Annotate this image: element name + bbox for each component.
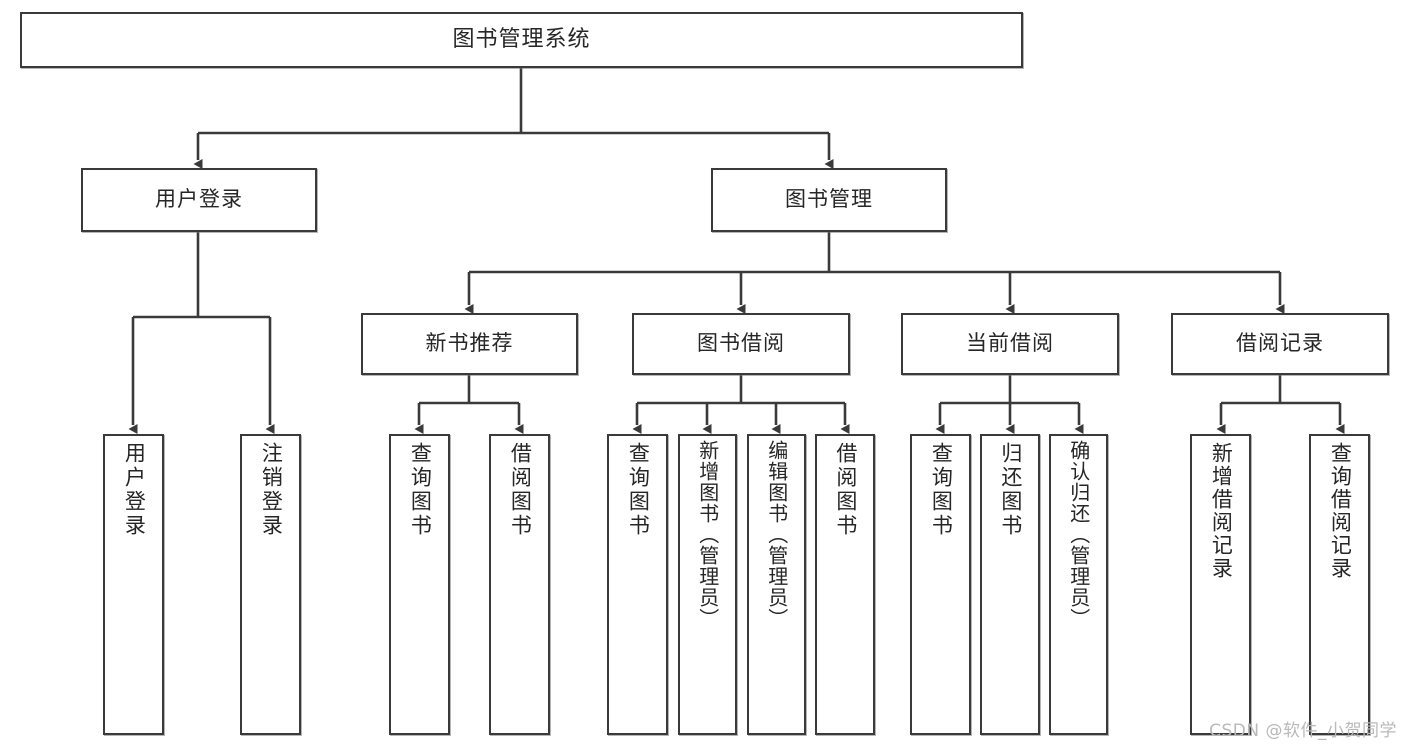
node-label: 确认归还（管理员） (1066, 440, 1091, 629)
node-label: 借阅图书 (508, 442, 533, 538)
node-borrowing-record[interactable]: 借阅记录 (1171, 313, 1389, 375)
leaf-query-book-current[interactable]: 查询图书 (910, 434, 971, 735)
node-label: 借阅图书 (833, 442, 858, 538)
leaf-add-book-admin[interactable]: 新增图书（管理员） (678, 434, 737, 735)
leaf-query-book-recommend[interactable]: 查询图书 (389, 434, 450, 735)
node-label: 图书借阅 (697, 331, 785, 356)
node-label: 新书推荐 (425, 331, 514, 356)
leaf-logout[interactable]: 注销登录 (240, 434, 301, 735)
leaf-borrow-book-recommend[interactable]: 借阅图书 (489, 434, 550, 735)
leaf-add-borrow-record[interactable]: 新增借阅记录 (1190, 434, 1251, 735)
node-label: 用户登录 (155, 187, 243, 212)
leaf-confirm-return-admin[interactable]: 确认归还（管理员） (1049, 434, 1108, 735)
node-label: 注销登录 (259, 442, 284, 538)
node-label: 编辑图书（管理员） (764, 440, 789, 629)
leaf-edit-book-admin[interactable]: 编辑图书（管理员） (747, 434, 806, 735)
node-label: 图书管理系统 (452, 26, 591, 52)
node-label: 当前借阅 (966, 331, 1054, 356)
node-book-borrowing[interactable]: 图书借阅 (632, 313, 850, 375)
node-label: 查询图书 (626, 442, 651, 538)
leaf-borrow-book[interactable]: 借阅图书 (815, 434, 875, 735)
node-new-book-recommendation[interactable]: 新书推荐 (361, 313, 578, 375)
node-label: 查询图书 (929, 442, 954, 538)
node-label: 新增借阅记录 (1209, 442, 1234, 580)
leaf-query-borrow-record[interactable]: 查询借阅记录 (1309, 434, 1370, 735)
node-label: 新增图书（管理员） (695, 440, 720, 629)
node-label: 图书管理 (785, 187, 873, 212)
node-label: 归还图书 (998, 442, 1023, 538)
leaf-query-book-borrow[interactable]: 查询图书 (607, 434, 668, 735)
node-label: 查询图书 (408, 442, 433, 538)
node-current-borrowing[interactable]: 当前借阅 (901, 313, 1119, 375)
node-label: 查询借阅记录 (1328, 442, 1353, 580)
node-label: 用户登录 (122, 442, 147, 538)
leaf-user-login[interactable]: 用户登录 (103, 434, 164, 735)
node-label: 借阅记录 (1236, 331, 1324, 356)
leaf-return-book[interactable]: 归还图书 (980, 434, 1040, 735)
node-book-management[interactable]: 图书管理 (711, 168, 947, 232)
watermark-text: CSDN @软件_小贺同学 (1209, 721, 1397, 741)
node-root-book-management-system[interactable]: 图书管理系统 (20, 12, 1023, 68)
node-user-login[interactable]: 用户登录 (81, 168, 317, 232)
